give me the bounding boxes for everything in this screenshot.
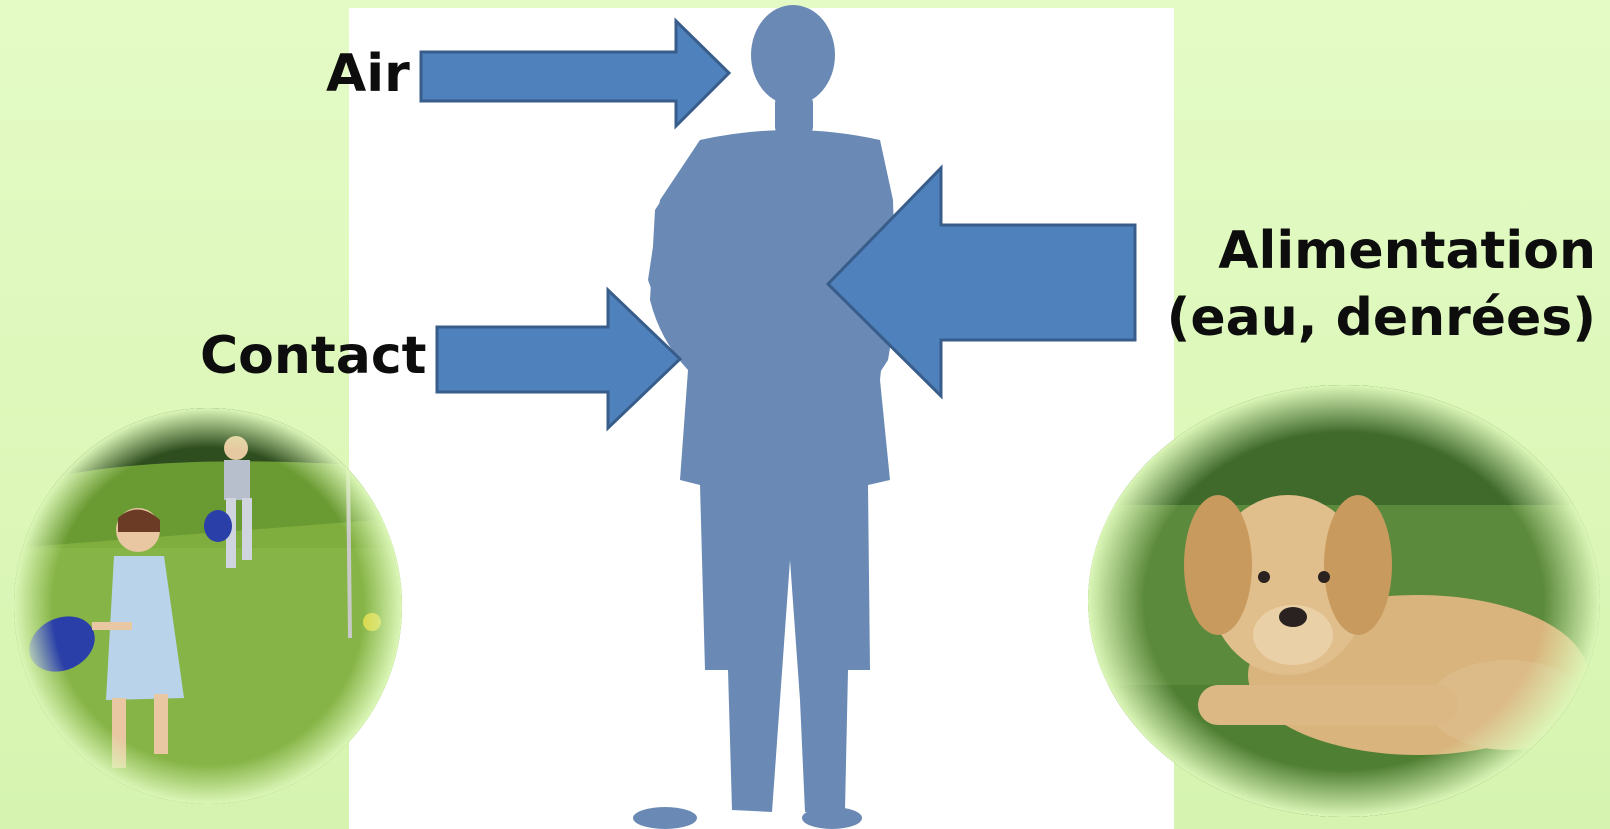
arrow-right-icon — [421, 21, 729, 126]
children-playing-photo — [14, 408, 402, 804]
arrow-right-icon — [437, 290, 680, 428]
person-silhouette — [633, 5, 898, 829]
label-alimentation-line2: (eau, denrées) — [1167, 285, 1596, 352]
puppy-photo — [1088, 385, 1600, 817]
label-air: Air — [326, 48, 410, 100]
label-alimentation: Alimentation (eau, denrées) — [1167, 218, 1596, 351]
label-alimentation-line1: Alimentation — [1167, 218, 1596, 285]
label-contact: Contact — [200, 330, 427, 382]
